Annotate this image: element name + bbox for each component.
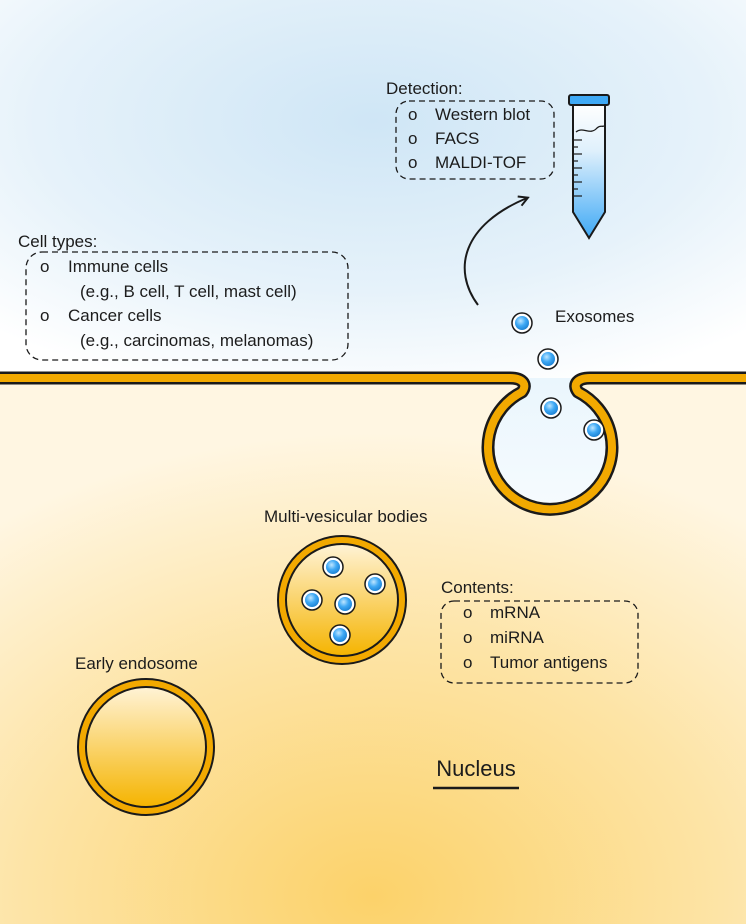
detection-bullet: o	[408, 105, 417, 124]
cell-types-item: Cancer cells	[68, 306, 162, 325]
test-tube-icon	[568, 94, 610, 240]
multi-vesicular-body	[277, 535, 407, 665]
mvb-vesicle	[334, 593, 356, 615]
cell-types-bullet: o	[40, 257, 49, 276]
exosome-vesicles	[511, 312, 605, 441]
detection-item: FACS	[435, 129, 479, 148]
extracellular-space	[0, 0, 746, 378]
exosomes-label: Exosomes	[555, 307, 634, 326]
mvb-vesicle	[301, 589, 323, 611]
detection-heading: Detection:	[386, 79, 463, 98]
contents-bullet: o	[463, 628, 472, 647]
detection-bullet: o	[408, 129, 417, 148]
early-endosome	[77, 678, 215, 816]
cell-types-bullet: o	[40, 306, 49, 325]
contents-item: miRNA	[490, 628, 544, 647]
mvb-vesicle	[322, 556, 344, 578]
cell-types-panel: Cell types: o Immune cells (e.g., B cell…	[18, 232, 349, 361]
detection-item: MALDI-TOF	[435, 153, 526, 172]
cell-types-heading: Cell types:	[18, 232, 97, 251]
mvb-label: Multi-vesicular bodies	[264, 507, 427, 526]
exosome-vesicle	[583, 419, 605, 441]
early-endosome-label: Early endosome	[75, 654, 198, 673]
contents-panel: Contents: o mRNA o miRNA o Tumor antigen…	[440, 578, 639, 684]
detection-arrow	[463, 198, 527, 306]
cell-types-item: Immune cells	[68, 257, 168, 276]
contents-bullet: o	[463, 653, 472, 672]
mvb-vesicle	[364, 573, 386, 595]
cell-types-subitem: (e.g., carcinomas, melanomas)	[80, 331, 313, 350]
exosome-vesicle	[511, 312, 533, 334]
contents-item: mRNA	[490, 603, 541, 622]
detection-panel: Detection: o Western blot o FACS o MALDI…	[386, 79, 555, 180]
exosome-vesicle	[540, 397, 562, 419]
cell-types-subitem: (e.g., B cell, T cell, mast cell)	[80, 282, 297, 301]
contents-item: Tumor antigens	[490, 653, 607, 672]
contents-heading: Contents:	[441, 578, 514, 597]
detection-bullet: o	[408, 153, 417, 172]
nucleus-label: Nucleus	[436, 756, 515, 781]
detection-item: Western blot	[435, 105, 530, 124]
exosome-vesicle	[537, 348, 559, 370]
contents-bullet: o	[463, 603, 472, 622]
mvb-vesicle	[329, 624, 351, 646]
